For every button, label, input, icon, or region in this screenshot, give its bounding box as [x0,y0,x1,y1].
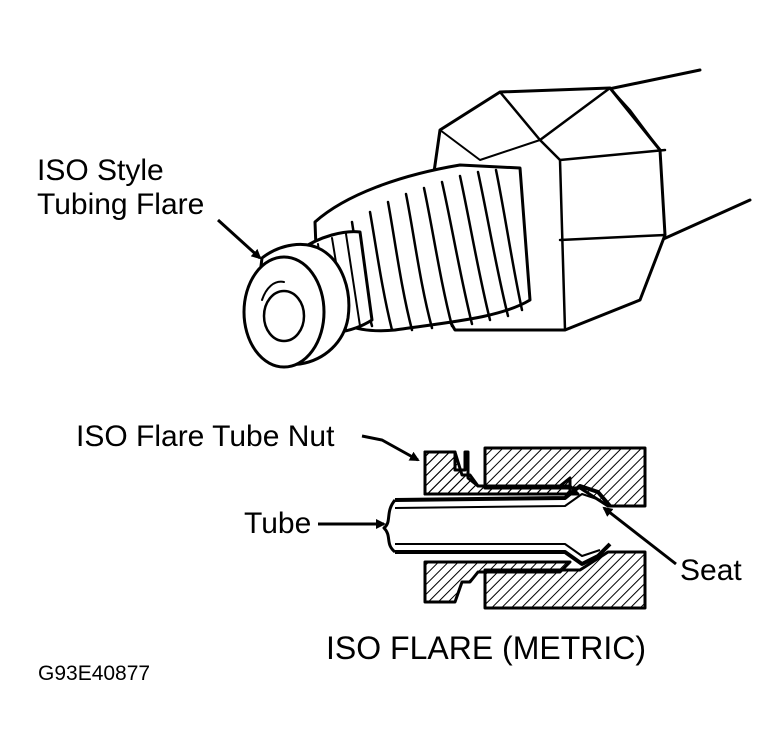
fitting-illustration [242,68,752,369]
tubing-flare [242,243,351,369]
label-tube-nut: ISO Flare Tube Nut [76,420,335,453]
tube-wall-upper-inner [394,493,601,509]
tube-wall-lower-inner [395,543,601,557]
tube-wall-lower [395,542,612,566]
label-tube: Tube [244,507,311,540]
cross-section [382,446,647,610]
tube-nut-arrow [361,434,420,462]
section-title: ISO FLARE (METRIC) [326,630,646,666]
figure-code: G93E40877 [38,662,150,685]
flare-arrow [216,218,262,260]
label-seat: Seat [680,554,742,587]
tube-nut-upper-block [423,450,580,496]
label-flare-line2: Tubing Flare [37,188,204,221]
label-flare-line1: ISO Style [37,154,164,187]
tube-wall-upper [394,484,612,508]
tube-end-cut [382,499,397,554]
seat-arrow [602,506,677,566]
fitting-lower [483,550,647,610]
